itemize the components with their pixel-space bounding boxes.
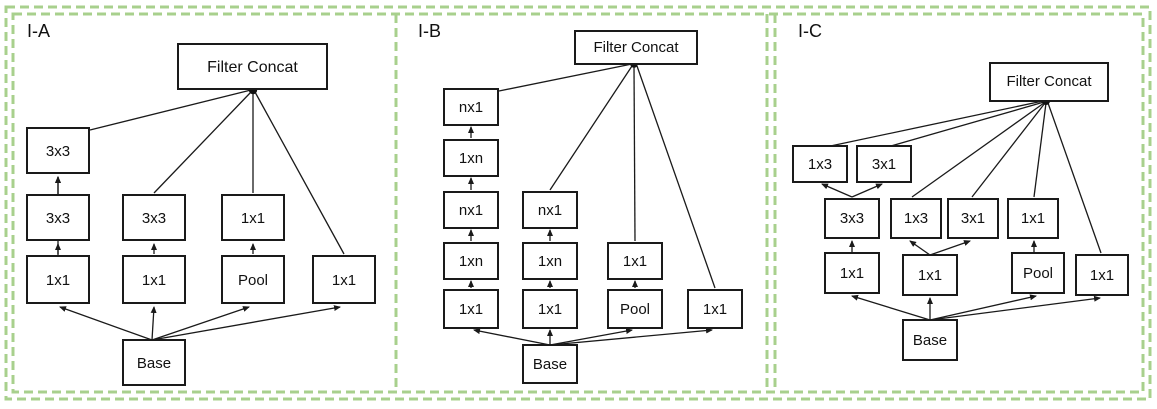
- node-label: nx1: [459, 99, 483, 116]
- node-label: 1x1: [623, 253, 647, 270]
- node-label: 1x1: [142, 272, 166, 289]
- node-filter-concat[interactable]: Filter Concat: [989, 62, 1109, 102]
- node-label: Base: [913, 332, 947, 349]
- panel-label-I-B: I-B: [418, 21, 441, 41]
- edges-I-C: [820, 97, 1102, 321]
- node-base[interactable]: Base: [122, 339, 186, 386]
- panel-I-A: I-A Filter Concat 3x3: [26, 21, 376, 386]
- node-label: 1x1: [918, 267, 942, 284]
- node-label: 3x3: [840, 210, 864, 227]
- node-label: 1xn: [459, 253, 483, 270]
- node-pool[interactable]: Pool: [221, 255, 285, 304]
- node-conv-1x1-a[interactable]: 1x1: [26, 255, 90, 304]
- panel-label-I-A: I-A: [27, 21, 50, 41]
- node-conv-1x1-a[interactable]: 1x1: [443, 289, 499, 329]
- edges-I-A: [55, 85, 345, 341]
- edges-I-B: [468, 60, 716, 346]
- node-label: 1x1: [538, 301, 562, 318]
- node-label: 1x1: [1021, 210, 1045, 227]
- node-conv-1x1-b[interactable]: 1x1: [902, 254, 958, 296]
- node-label: 1x1: [459, 301, 483, 318]
- node-label: 1x1: [332, 272, 356, 289]
- node-label: nx1: [538, 202, 562, 219]
- node-label: 3x1: [961, 210, 985, 227]
- node-conv-3x3[interactable]: 3x3: [824, 198, 880, 239]
- node-label: nx1: [459, 202, 483, 219]
- panel-I-C: I-C Filte: [792, 21, 1129, 361]
- node-label: 1x1: [241, 210, 265, 227]
- node-conv-1xn-b[interactable]: 1xn: [522, 242, 578, 280]
- node-label: 1xn: [459, 150, 483, 167]
- node-label: 3x3: [142, 210, 166, 227]
- node-label: Pool: [1023, 265, 1053, 282]
- panel-I-B: I-B Filter Concat: [418, 21, 743, 384]
- node-conv-1xn-2[interactable]: 1xn: [443, 242, 499, 280]
- node-label: Pool: [620, 301, 650, 318]
- node-conv-3x3-mid[interactable]: 3x3: [26, 194, 90, 241]
- node-label: Pool: [238, 272, 268, 289]
- node-filter-concat[interactable]: Filter Concat: [177, 43, 328, 90]
- node-conv-1x1-c[interactable]: 1x1: [1007, 198, 1059, 239]
- node-conv-1x1-a[interactable]: 1x1: [824, 252, 880, 294]
- node-label: 1xn: [538, 253, 562, 270]
- node-base[interactable]: Base: [902, 319, 958, 361]
- node-label: 3x3: [46, 143, 70, 160]
- node-conv-1x1-d[interactable]: 1x1: [687, 289, 743, 329]
- node-label: 1x1: [703, 301, 727, 318]
- node-label: 1x1: [1090, 267, 1114, 284]
- node-conv-1x1-c[interactable]: 1x1: [607, 242, 663, 280]
- node-conv-nx1-top[interactable]: nx1: [443, 88, 499, 126]
- node-label: 3x3: [46, 210, 70, 227]
- node-conv-1x1-b[interactable]: 1x1: [122, 255, 186, 304]
- node-conv-3x1-top[interactable]: 3x1: [856, 145, 912, 183]
- node-conv-3x3-top[interactable]: 3x3: [26, 127, 90, 174]
- node-base[interactable]: Base: [522, 344, 578, 384]
- node-conv-1x3-b[interactable]: 1x3: [890, 198, 942, 239]
- node-pool[interactable]: Pool: [607, 289, 663, 329]
- node-conv-1xn-4[interactable]: 1xn: [443, 139, 499, 177]
- node-conv-nx1-b[interactable]: nx1: [522, 191, 578, 229]
- node-label: Filter Concat: [1006, 73, 1092, 90]
- node-filter-concat[interactable]: Filter Concat: [574, 30, 698, 65]
- node-label: Base: [137, 355, 171, 372]
- node-label: 1x3: [808, 156, 832, 173]
- node-label: 1x3: [904, 210, 928, 227]
- panel-frame-border: [4, 5, 1152, 401]
- node-conv-3x1-b[interactable]: 3x1: [947, 198, 999, 239]
- node-conv-1x1-d[interactable]: 1x1: [312, 255, 376, 304]
- panel-label-I-C: I-C: [798, 21, 822, 41]
- node-conv-1x3-top[interactable]: 1x3: [792, 145, 848, 183]
- node-pool[interactable]: Pool: [1011, 252, 1065, 294]
- node-label: 1x1: [46, 272, 70, 289]
- node-label: 3x1: [872, 156, 896, 173]
- node-conv-3x3-b[interactable]: 3x3: [122, 194, 186, 241]
- node-conv-1x1-b[interactable]: 1x1: [522, 289, 578, 329]
- node-label: Filter Concat: [593, 39, 679, 56]
- node-conv-nx1-3[interactable]: nx1: [443, 191, 499, 229]
- node-label: Filter Concat: [207, 59, 298, 76]
- node-label: 1x1: [840, 265, 864, 282]
- node-conv-1x1-c[interactable]: 1x1: [221, 194, 285, 241]
- node-conv-1x1-d[interactable]: 1x1: [1075, 254, 1129, 296]
- node-label: Base: [533, 356, 567, 373]
